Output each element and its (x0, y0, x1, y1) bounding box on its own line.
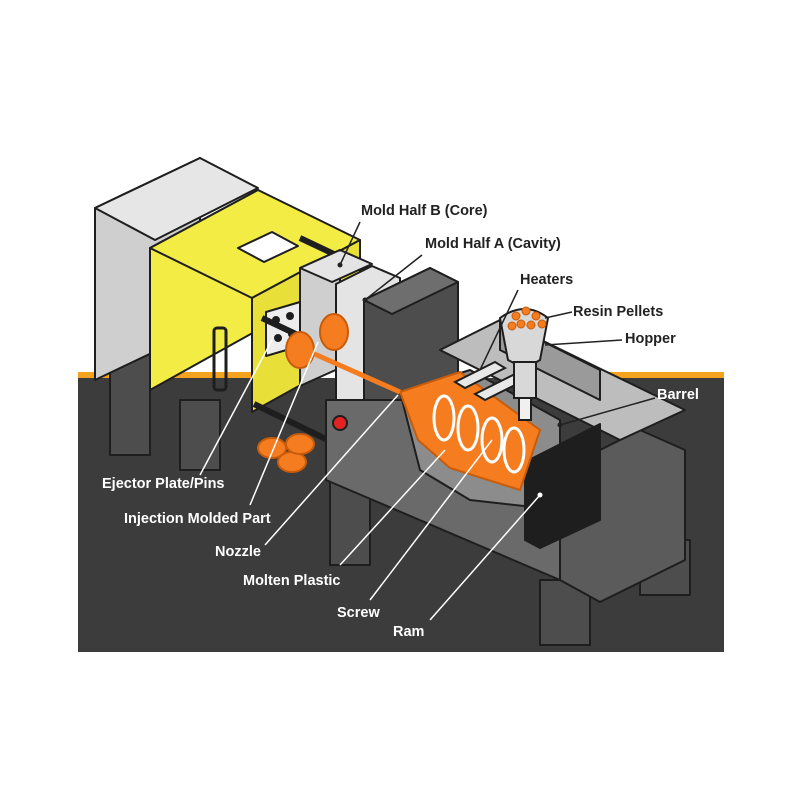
resin-pellet (526, 320, 536, 330)
leader-line-mold-half-b (339, 221, 361, 266)
leader-line-molten-plastic (339, 449, 446, 566)
resin-pellet (511, 311, 521, 321)
label-screw: Screw (337, 605, 380, 621)
ejected-part (285, 433, 315, 455)
tie-bar-bottom (252, 401, 338, 447)
mold-half-b-top (299, 249, 373, 283)
leader-line-screw (369, 439, 493, 601)
leader-dot-barrel (557, 422, 563, 428)
ram (524, 423, 601, 549)
label-ram: Ram (393, 624, 425, 640)
hopper-neck (513, 361, 537, 399)
stationary-platen-top (363, 267, 459, 315)
label-molten-plastic: Molten Plastic (243, 573, 341, 589)
ejector-pin (274, 334, 282, 342)
label-ejector: Ejector Plate/Pins (102, 476, 225, 492)
floor-accent-stripe-left (78, 372, 288, 378)
leader-line-hopper (544, 339, 623, 346)
hopper-feed (518, 397, 532, 421)
leader-dot-mold-half-a (362, 297, 368, 303)
leader-line-mold-half-a (364, 254, 423, 301)
indicator-light (332, 415, 348, 431)
clamp-housing-top (94, 157, 259, 241)
clamp-guard-handle (212, 326, 228, 392)
leader-line-barrel (559, 397, 656, 426)
leader-line-ejector (199, 339, 273, 476)
molded-part-on-mold (319, 313, 349, 351)
leader-line-ram (429, 494, 541, 621)
hopper-funnel (498, 308, 550, 366)
resin-pellet (521, 306, 531, 316)
leg-front-left (179, 399, 221, 471)
label-barrel: Barrel (657, 387, 699, 403)
label-mold-half-b: Mold Half B (Core) (361, 203, 488, 219)
screw-flight (480, 416, 504, 464)
resin-pellet (516, 319, 526, 329)
screw-flight (456, 404, 480, 452)
ejected-part (277, 451, 307, 473)
leader-dot-ram (537, 492, 543, 498)
screw-flight (502, 426, 526, 474)
label-mold-half-a: Mold Half A (Cavity) (425, 236, 561, 252)
label-nozzle: Nozzle (215, 544, 261, 560)
label-hopper: Hopper (625, 331, 676, 347)
screw-flight (432, 394, 456, 442)
leader-line-molded-part (249, 341, 319, 506)
label-heaters: Heaters (520, 272, 574, 288)
heater-bar (452, 360, 508, 390)
leader-line-heaters (479, 289, 519, 371)
ejector-pin (286, 312, 294, 320)
resin-pellet (531, 311, 541, 321)
nozzle (308, 349, 402, 395)
resin-pellet (537, 319, 547, 329)
label-molded-part: Injection Molded Part (124, 511, 271, 527)
leader-line-nozzle (264, 394, 399, 546)
floor-accent-stripe-right (600, 372, 724, 378)
leader-line-resin (544, 311, 573, 319)
label-resin-pellets: Resin Pellets (573, 304, 664, 320)
leader-dot-mold-half-b (337, 262, 343, 268)
clamp-guard-opening (237, 231, 299, 263)
resin-pellet (507, 321, 517, 331)
